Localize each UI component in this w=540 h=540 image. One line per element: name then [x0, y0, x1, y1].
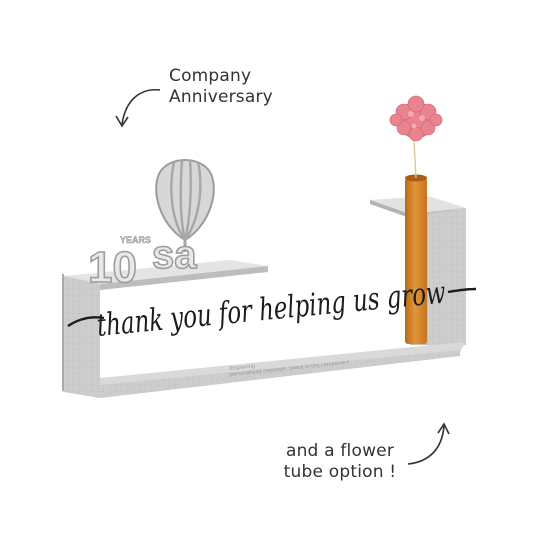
curved-arrow-icon [115, 89, 161, 128]
callout-bottom-line1: and a flower [285, 441, 395, 461]
flower-tube [405, 174, 427, 344]
curved-arrow-icon [407, 422, 450, 465]
flower-icon [389, 95, 443, 179]
logo-text: sa [152, 233, 197, 277]
callout-top-line1: Company [169, 66, 252, 86]
script-message: thank you for helping us grow [95, 275, 447, 344]
svg-text:Engraving: Engraving [230, 363, 256, 372]
frame-base: Engraving personalised message . place i… [100, 342, 466, 398]
callout-flower-tube: and a flower tube option ! [278, 441, 402, 483]
frame-left-panel [62, 274, 100, 398]
anniversary-number: 10 [88, 243, 137, 292]
logo-platform [64, 260, 268, 290]
callout-top-line2: Anniversary [169, 87, 273, 107]
years-label: YEARS [120, 235, 151, 245]
anniversary-logo: 10 YEARS sa [87, 232, 198, 293]
balloon-icon [155, 159, 215, 252]
callout-company-anniversary: Company Anniversary [169, 66, 273, 108]
callout-bottom-line2: tube option ! [283, 462, 397, 482]
